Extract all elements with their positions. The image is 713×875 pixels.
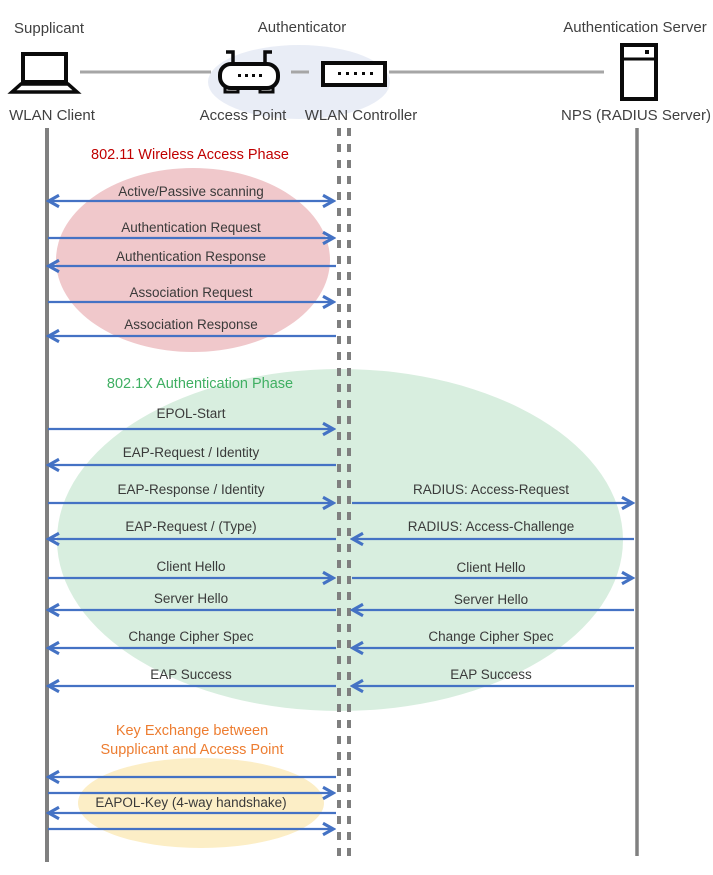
phase1-ellipse [56, 168, 330, 352]
phase2-title: 802.1X Authentication Phase [106, 376, 294, 392]
device-nps-radius-server: NPS (RADIUS Server) [560, 107, 712, 124]
msg-association-request: Association Request [129, 285, 253, 300]
phase2-ellipse [57, 369, 623, 711]
msg-eap-response-identity: EAP-Response / Identity [117, 482, 265, 497]
msg-client-hello-right: Client Hello [456, 560, 526, 575]
msg-change-cipher-spec-right: Change Cipher Spec [428, 629, 554, 644]
msg-eapol-key-handshake: EAPOL-Key (4-way handshake) [95, 795, 287, 810]
msg-eap-success-right: EAP Success [450, 667, 532, 682]
access-point-icon [218, 50, 280, 94]
laptop-icon [7, 52, 82, 94]
wlan-controller-icon [321, 61, 387, 87]
msg-server-hello-right: Server Hello [453, 592, 529, 607]
phase3-arrows [48, 777, 336, 829]
role-supplicant: Supplicant [14, 20, 85, 37]
phase2-right-arrows [352, 503, 634, 686]
role-authenticator: Authenticator [257, 19, 347, 36]
msg-epol-start: EPOL-Start [156, 406, 226, 421]
msg-authentication-response: Authentication Response [115, 249, 267, 264]
phase3-title-line2: Supplicant and Access Point [100, 742, 284, 758]
msg-client-hello-left: Client Hello [156, 559, 226, 574]
device-access-point: Access Point [199, 107, 287, 124]
msg-eap-success-left: EAP Success [150, 667, 232, 682]
phase3-title-line1: Key Exchange between [115, 723, 269, 739]
msg-authentication-request: Authentication Request [121, 220, 261, 235]
device-wlan-controller: WLAN Controller [304, 107, 418, 124]
msg-server-hello-left: Server Hello [153, 591, 229, 606]
msg-association-response: Association Response [124, 317, 258, 332]
msg-eap-request-identity: EAP-Request / Identity [122, 445, 260, 460]
role-authentication-server: Authentication Server [563, 19, 707, 36]
phase1-title: 802.11 Wireless Access Phase [91, 147, 289, 163]
server-icon [620, 43, 658, 101]
msg-eap-request-type: EAP-Request / (Type) [125, 519, 257, 534]
msg-active-passive-scanning: Active/Passive scanning [118, 184, 264, 199]
phase3-ellipse [78, 758, 324, 848]
phase2-left-arrows [48, 429, 336, 686]
phase1-arrows [48, 201, 336, 336]
msg-change-cipher-spec-left: Change Cipher Spec [128, 629, 254, 644]
msg-radius-access-request: RADIUS: Access-Request [412, 482, 570, 497]
device-wlan-client: WLAN Client [9, 107, 95, 124]
msg-radius-access-challenge: RADIUS: Access-Challenge [407, 519, 575, 534]
